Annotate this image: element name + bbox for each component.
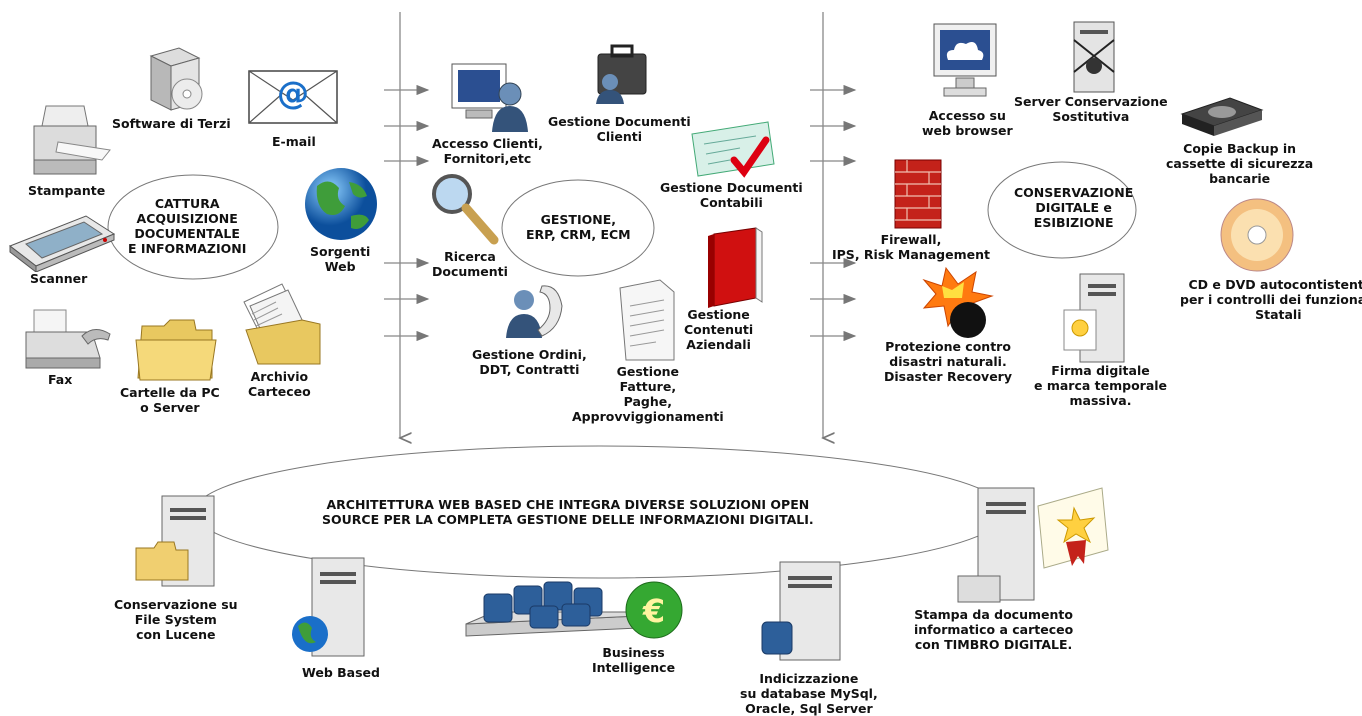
- hard-disk-icon: [1180, 96, 1264, 138]
- scanner-label: Scanner: [30, 271, 88, 286]
- db-label: Indicizzazione su database MySql, Oracle…: [740, 671, 878, 716]
- gest-clienti-label: Gestione Documenti Clienti: [548, 114, 691, 144]
- lucene-label: Conservazione su File System con Lucene: [114, 597, 238, 642]
- bi-label: Business Intelligence: [592, 645, 676, 675]
- fax-icon: [22, 306, 114, 372]
- accesso-label: Accesso Clienti, Fornitori,etc: [432, 136, 543, 166]
- capture-ellipse: [107, 174, 279, 280]
- check-document-icon: [690, 120, 776, 184]
- backup-label: Copie Backup in cassette di sicurezza ba…: [1166, 141, 1314, 186]
- magnifier-icon: [428, 170, 500, 246]
- gest-contabili-label: Gestione Documenti Contabili: [660, 180, 803, 210]
- fax-label: Fax: [48, 372, 73, 387]
- stampa-label: Stampa da documento informatico a cartec…: [914, 607, 1074, 652]
- invoice-document-icon: [616, 278, 678, 364]
- stampante-label: Stampante: [28, 183, 106, 198]
- conservation-title: CONSERVAZIONE DIGITALE e ESIBIZIONE: [1014, 185, 1134, 230]
- server-stamp-icon: [954, 486, 1114, 604]
- email-label: E-mail: [272, 134, 316, 149]
- folder-icon: [134, 316, 218, 382]
- server-certificate-icon: [1062, 270, 1138, 366]
- ordini-label: Gestione Ordini, DDT, Contratti: [472, 347, 587, 377]
- management-title: GESTIONE, ERP, CRM, ECM: [526, 212, 631, 242]
- svg-text:€: €: [642, 592, 665, 630]
- firma-label: Firma digitale e marca temporale massiva…: [1034, 363, 1168, 408]
- cd-dvd-icon: [1218, 196, 1296, 274]
- archivio-label: Archivio Carteceo: [248, 369, 311, 399]
- browser-label: Accesso su web browser: [922, 108, 1013, 138]
- cartelle-label: Cartelle da PC o Server: [120, 385, 220, 415]
- server-database-icon: [760, 560, 850, 664]
- disastri-label: Protezione contro disastri naturali. Dis…: [884, 339, 1012, 384]
- server-folder-icon: [134, 494, 220, 590]
- fatture-label: Gestione Fatture, Paghe, Approvviggionam…: [572, 364, 724, 424]
- explosion-bomb-icon: [918, 266, 996, 340]
- firewall-label: Firewall, IPS, Risk Management: [832, 232, 990, 262]
- cd-label: CD e DVD autocontistenti per i controlli…: [1180, 277, 1362, 322]
- briefcase-user-icon: [590, 40, 650, 106]
- phone-user-icon: [500, 282, 566, 342]
- firewall-icon: [893, 158, 943, 230]
- software-box-icon: [145, 38, 203, 114]
- archive-papers-icon: [238, 280, 326, 368]
- email-icon: @: [248, 70, 338, 124]
- scanner-icon: [6, 210, 118, 272]
- ricerca-label: Ricerca Documenti: [432, 249, 508, 279]
- software-label: Software di Terzi: [112, 116, 231, 131]
- webbased-label: Web Based: [302, 665, 380, 680]
- globe-icon: [303, 166, 379, 242]
- conservation-ellipse: [987, 161, 1137, 259]
- svg-text:@: @: [277, 74, 309, 112]
- contenuti-label: Gestione Contenuti Aziendali: [684, 307, 754, 352]
- computer-user-icon: [450, 60, 532, 134]
- printer-icon: [28, 98, 112, 178]
- web-label: Sorgenti Web: [310, 244, 371, 274]
- monitor-cloud-icon: [930, 22, 1000, 106]
- server-cons-label: Server Conservazione Sostitutiva: [1014, 94, 1168, 124]
- management-ellipse: [501, 179, 655, 277]
- capture-title: CATTURA ACQUISIZIONE DOCUMENTALE E INFOR…: [128, 196, 247, 256]
- server-globe-icon: [290, 556, 366, 660]
- server-lock-icon: [1066, 20, 1122, 96]
- architecture-title: ARCHITETTURA WEB BASED CHE INTEGRA DIVER…: [322, 497, 814, 527]
- database-cluster-icon: €: [464, 572, 684, 654]
- red-book-icon: [704, 226, 766, 312]
